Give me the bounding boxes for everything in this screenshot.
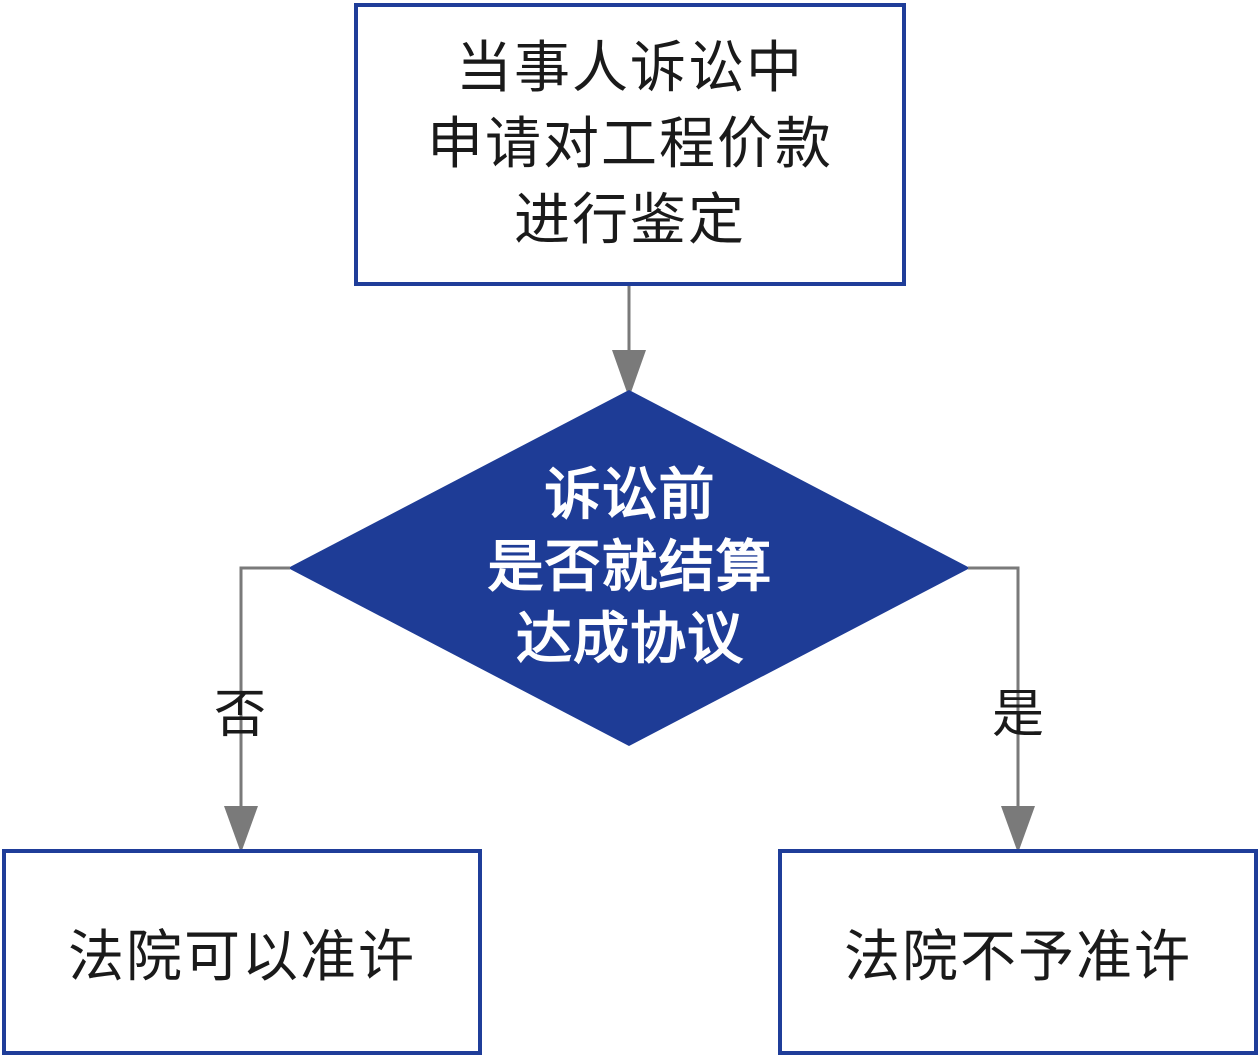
decision-line-2: 是否就结算 (487, 535, 773, 600)
decision-diamond (288, 390, 970, 746)
decision-line-1: 诉讼前 (544, 463, 716, 528)
result-box-no: 法院可以准许 (2, 849, 482, 1055)
decision-label: 诉讼前 是否就结算 达成协议 (430, 440, 830, 696)
start-box: 当事人诉讼中 申请对工程价款 进行鉴定 (354, 3, 906, 286)
result-box-yes: 法院不予准许 (778, 849, 1258, 1055)
arrowhead-no (224, 806, 258, 853)
branch-label-yes: 是 (991, 685, 1044, 745)
branch-label-no: 否 (213, 685, 266, 745)
arrowhead-yes (1001, 806, 1035, 853)
start-line-3: 进行鉴定 (514, 187, 746, 253)
decision-line-3: 达成协议 (516, 607, 744, 672)
connector-no-branch (239, 566, 290, 808)
start-line-1: 当事人诉讼中 (456, 35, 804, 101)
arrowhead-decision (612, 350, 646, 398)
start-line-2: 申请对工程价款 (427, 111, 833, 177)
result-no-text: 法院可以准许 (68, 924, 416, 990)
result-yes-text: 法院不予准许 (844, 924, 1192, 990)
connector-yes-branch (968, 566, 1020, 808)
